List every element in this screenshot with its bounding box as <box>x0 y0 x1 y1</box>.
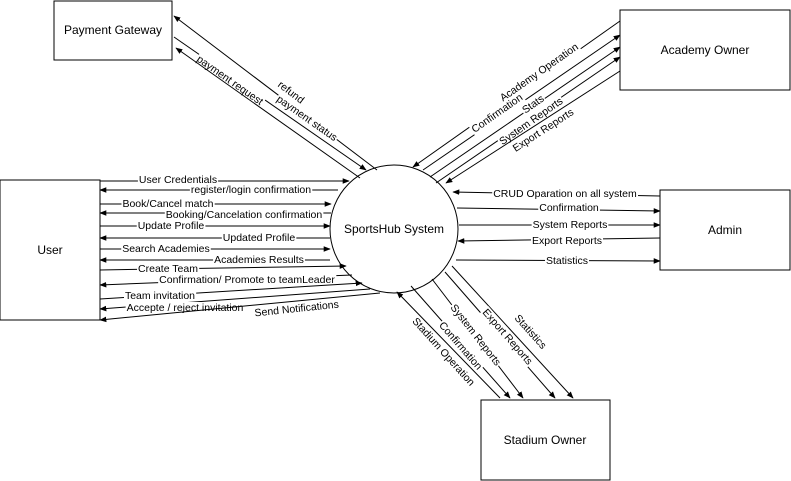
flow-label-search-academies: Search Academies <box>122 243 210 255</box>
flow-arrow-send-notifications <box>99 292 381 323</box>
flow-label-book-cancel: Book/Cancel match <box>122 198 213 210</box>
flow-label-create-team: Create Team <box>138 263 198 275</box>
flow-label-background <box>125 302 245 314</box>
flow-label-background <box>479 305 536 369</box>
flow-label-register-login: register/login confirmation <box>191 184 311 196</box>
flow-label-background <box>252 298 341 320</box>
flow-label-background <box>121 243 211 255</box>
flow-label-background <box>158 274 337 286</box>
payment-gateway-label: Payment Gateway <box>64 23 162 37</box>
flow-label-background <box>544 255 590 267</box>
academy-owner-label: Academy Owner <box>661 43 750 57</box>
flow-label-admin-statistics: Statistics <box>546 255 588 267</box>
flow-arrow-stadium-operation <box>396 291 501 399</box>
admin-entity[interactable]: Admin <box>659 189 791 271</box>
flow-label-admin-confirmation: Confirmation <box>539 202 599 214</box>
flow-label-team-invitation: Team invitation <box>125 290 195 302</box>
flow-arrow-stadium-statistics <box>451 265 574 399</box>
flow-label-academies-results: Academies Results <box>214 254 304 266</box>
flow-arrow-ao-export-reports <box>445 70 621 184</box>
flow-label-admin-export-reports: Export Reports <box>532 235 602 247</box>
flow-label-background <box>530 235 604 247</box>
flow-label-background <box>193 52 267 109</box>
flow-label-payment-request: payment request <box>194 53 265 108</box>
flow-arrow-refund <box>173 15 378 171</box>
stadium-owner-label: Stadium Owner <box>504 433 587 447</box>
flow-label-background <box>189 184 313 196</box>
user-label: User <box>37 243 62 257</box>
flow-arrow-create-team <box>99 263 347 271</box>
flow-label-background <box>492 188 639 200</box>
flow-label-background <box>137 174 219 186</box>
flow-label-confirmation-promote: Confirmation/ Promote to teamLeader <box>159 274 335 286</box>
flow-label-background <box>136 220 206 232</box>
flow-label-accept-reject: Accepte / reject invitation <box>127 302 244 314</box>
user-entity[interactable]: User <box>0 179 101 321</box>
academy-owner-entity[interactable]: Academy Owner <box>619 9 791 91</box>
flow-label-booking-confirmation: Booking/Cancelation confirmation <box>166 209 323 221</box>
flow-label-background <box>123 290 197 302</box>
flow-label-send-notifications: Send Notifications <box>254 299 339 320</box>
flow-label-update-profile: Update Profile <box>138 220 205 232</box>
flow-label-background <box>273 92 341 145</box>
flow-label-background <box>408 314 478 390</box>
flow-label-background <box>509 105 577 156</box>
flow-label-background <box>221 232 297 244</box>
flow-label-background <box>531 219 609 231</box>
flow-label-background <box>164 209 324 221</box>
system-label: SportsHub System <box>344 222 444 236</box>
flow-label-background <box>274 78 308 108</box>
flow-arrow-payment-status <box>175 47 361 179</box>
admin-label: Admin <box>708 223 742 237</box>
payment-gateway-entity[interactable]: Payment Gateway <box>53 0 173 61</box>
flow-label-background <box>519 92 548 117</box>
flow-label-background <box>137 263 200 275</box>
flow-label-admin-system-reports: System Reports <box>533 219 608 231</box>
flow-label-background <box>511 311 550 353</box>
flow-label-background <box>497 40 582 105</box>
flow-label-background <box>121 198 215 210</box>
flow-label-background <box>538 202 600 214</box>
flow-label-crud: CRUD Oparation on all system <box>493 188 637 200</box>
flow-label-updated-profile: Updated Profile <box>223 232 296 244</box>
flow-label-payment-status: payment status <box>274 93 339 144</box>
flow-label-background <box>213 254 305 266</box>
flow-label-background <box>496 94 567 149</box>
sportshub-system-process[interactable]: SportsHub System <box>329 164 459 294</box>
stadium-owner-entity[interactable]: Stadium Owner <box>480 399 611 481</box>
flow-label-user-credentials: User Credentials <box>139 174 217 186</box>
flow-label-background <box>447 301 504 370</box>
flow-label-background <box>435 318 486 374</box>
flow-label-background <box>468 90 527 137</box>
